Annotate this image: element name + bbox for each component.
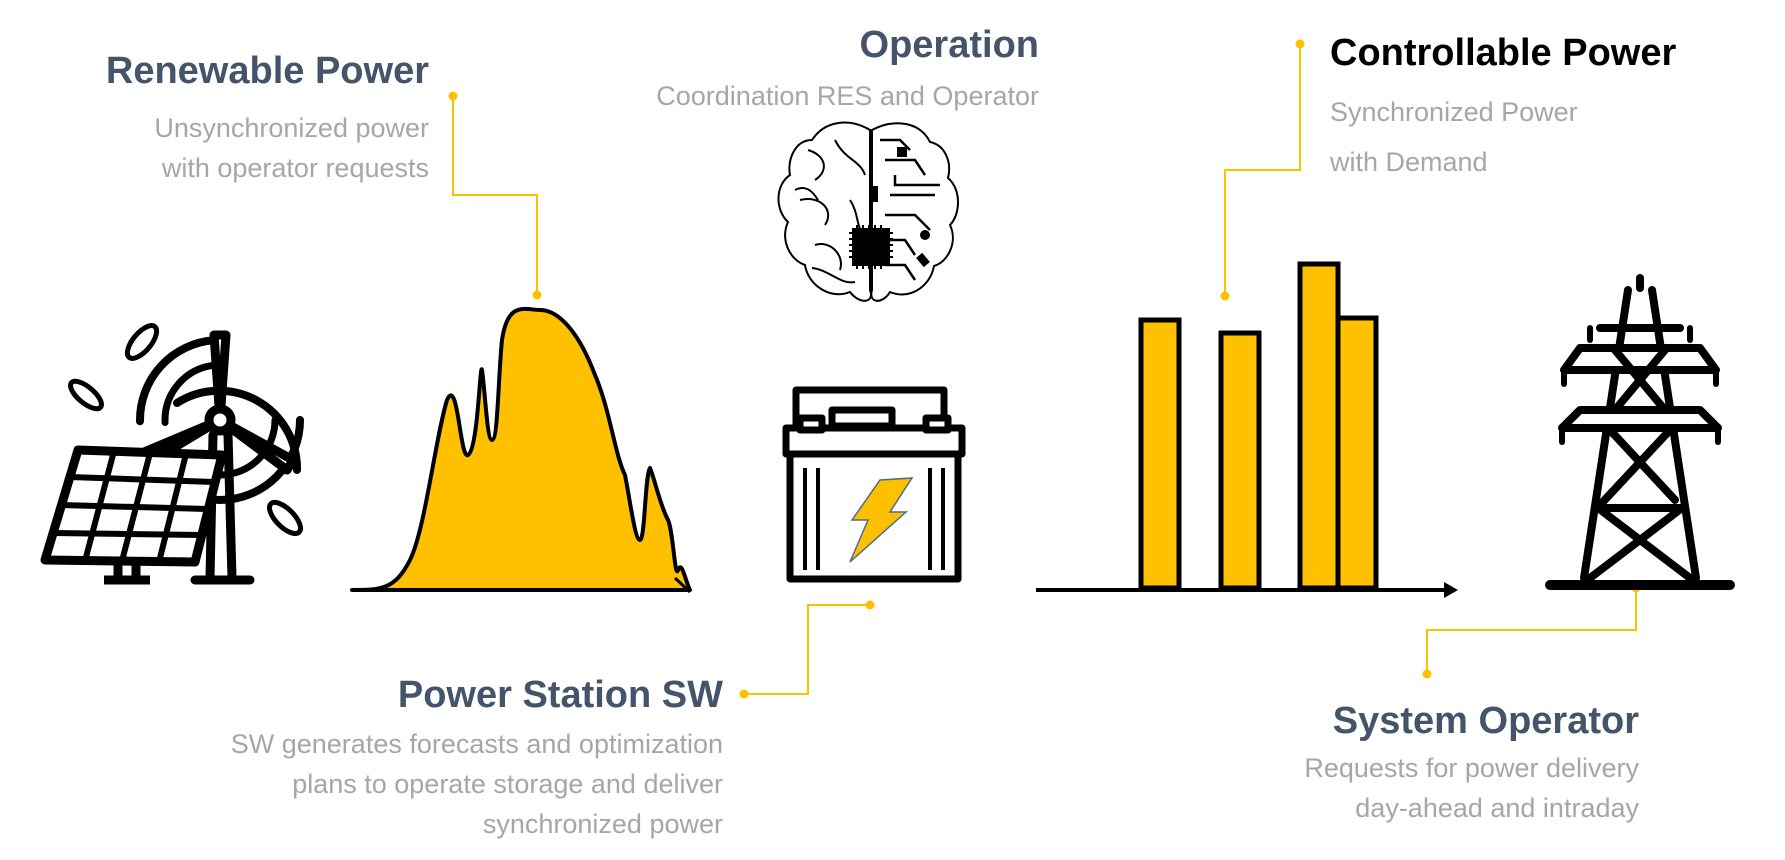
renewable-power-line2: with operator requests	[161, 153, 429, 183]
connector-operator	[1422, 583, 1641, 679]
brain-chip-icon	[777, 121, 959, 302]
power-station-line3: synchronized power	[482, 809, 723, 839]
lightning-icon	[849, 477, 914, 563]
system-operator-line1: Requests for power delivery	[1304, 753, 1639, 783]
power-station-line2: plans to operate storage and deliver	[292, 769, 723, 799]
solar-panel-icon	[40, 445, 227, 585]
controllable-power-line1: Synchronized Power	[1330, 97, 1578, 127]
controllable-power-title: Controllable Power	[1330, 32, 1677, 74]
chart-axis	[1036, 582, 1458, 598]
connector-controllable	[1220, 39, 1305, 301]
bar-4	[1335, 315, 1379, 591]
renewable-curve-icon	[350, 306, 692, 594]
battery-icon	[782, 386, 966, 583]
bar-2	[1218, 330, 1262, 591]
operation-subtitle: Coordination RES and Operator	[656, 81, 1039, 111]
connector-station	[739, 600, 875, 699]
controllable-bars	[1138, 261, 1379, 591]
connector-renewable	[448, 91, 542, 300]
controllable-power-line2: with Demand	[1330, 147, 1488, 177]
renewable-power-title: Renewable Power	[105, 50, 429, 92]
system-operator-line2: day-ahead and intraday	[1355, 793, 1639, 823]
power-station-title: Power Station SW	[397, 674, 723, 716]
bar-3	[1297, 261, 1341, 591]
renewable-power-line1: Unsynchronized power	[154, 113, 429, 143]
operation-title: Operation	[859, 24, 1039, 66]
transmission-tower-icon	[1545, 274, 1735, 590]
system-operator-title: System Operator	[1332, 700, 1639, 742]
leaf-icons	[68, 323, 304, 537]
bar-1	[1138, 317, 1182, 591]
power-station-line1: SW generates forecasts and optimization	[230, 729, 723, 759]
